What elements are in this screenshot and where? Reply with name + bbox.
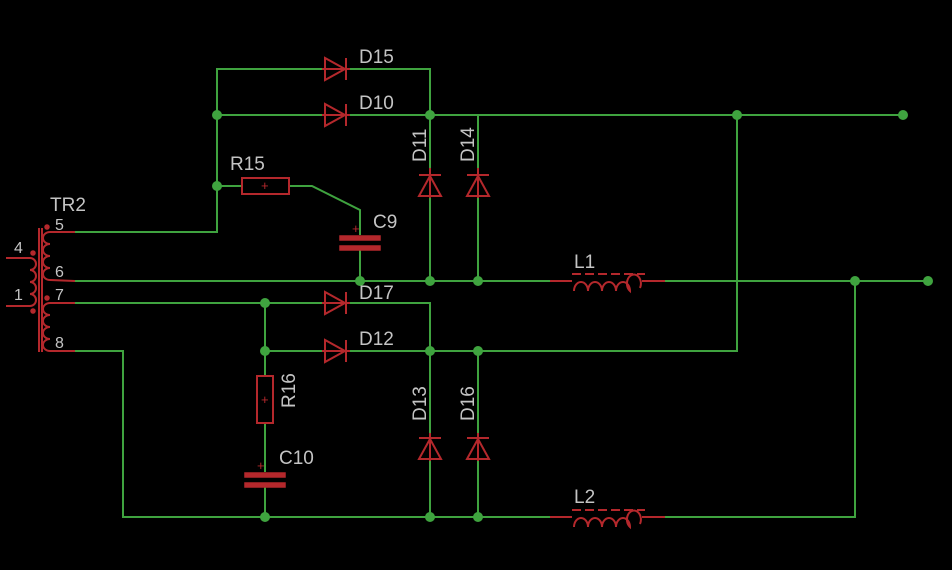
diode-d13[interactable]: D13	[410, 386, 443, 461]
diode-label: D15	[359, 47, 394, 68]
capacitor-label: C10	[279, 448, 314, 469]
diode-label: D11	[410, 129, 431, 162]
junction	[260, 346, 270, 356]
junction	[355, 276, 365, 286]
junction	[898, 110, 908, 120]
junction	[212, 181, 222, 191]
junction	[425, 276, 435, 286]
junction	[260, 298, 270, 308]
diode-body	[324, 338, 348, 364]
diode-body	[417, 436, 443, 460]
diode-body	[324, 290, 348, 316]
inductor-label: L2	[574, 487, 595, 508]
transformer-label: TR2	[50, 195, 86, 216]
diode-label: D14	[458, 127, 479, 162]
diode-d11[interactable]: D11	[410, 129, 443, 198]
diode-d12[interactable]: D12	[322, 329, 394, 364]
junctions	[212, 110, 933, 522]
diode-label: D17	[359, 283, 394, 304]
capacitor-label: C9	[373, 212, 397, 233]
wire-d17-out	[349, 302, 431, 352]
capacitor-marker: +	[352, 221, 360, 236]
resistor-r15[interactable]: + R15	[230, 154, 290, 195]
resistor-body	[241, 177, 290, 195]
junction	[732, 110, 742, 120]
inductor-coil	[573, 273, 642, 294]
capacitor-marker: +	[257, 458, 265, 473]
junction	[425, 110, 435, 120]
inductor-l1[interactable]: L1	[550, 252, 665, 294]
pin-label-8: 8	[55, 335, 64, 352]
resistor-label: R15	[230, 154, 265, 175]
inductor-label: L1	[574, 252, 595, 273]
diode-d15[interactable]: D15	[322, 47, 394, 82]
junction	[260, 512, 270, 522]
inductor-l2[interactable]: L2	[550, 487, 665, 530]
junction	[425, 346, 435, 356]
diode-body	[417, 173, 443, 197]
junction	[850, 276, 860, 286]
diode-label: D12	[359, 329, 394, 350]
capacitor-c10[interactable]: + C10	[244, 448, 314, 488]
capacitor-plate	[244, 472, 286, 478]
resistor-marker: +	[261, 392, 269, 407]
diode-d17[interactable]: D17	[322, 283, 394, 316]
diode-d14[interactable]: D14	[458, 127, 491, 198]
transformer-secondary-upper	[42, 231, 76, 282]
capacitor-plate	[339, 235, 381, 241]
transformer-primary-coil	[6, 257, 37, 307]
pin-label-4: 4	[14, 240, 23, 257]
diode-body	[465, 436, 491, 460]
resistor-r16[interactable]: + R16	[256, 373, 300, 424]
polarity-dot	[44, 295, 50, 301]
inductor-coil	[573, 509, 642, 530]
pin-label-5: 5	[55, 217, 64, 234]
junction	[473, 276, 483, 286]
diode-d10[interactable]: D10	[322, 93, 394, 128]
wires	[74, 68, 929, 518]
diode-body	[324, 102, 348, 128]
capacitor-c9[interactable]: + C9	[339, 212, 397, 251]
diode-body	[465, 173, 491, 197]
wire-pin8	[74, 350, 551, 518]
transformer-secondary-lower	[42, 302, 75, 352]
polarity-dot	[44, 224, 50, 230]
wire-left-bus-top	[74, 68, 218, 233]
resistor-marker: +	[261, 178, 269, 193]
resistor-label: R16	[279, 373, 300, 408]
junction	[473, 512, 483, 522]
polarity-dot	[30, 250, 36, 256]
junction	[212, 110, 222, 120]
pin-label-7: 7	[55, 287, 64, 304]
junction	[425, 512, 435, 522]
transformer-tr2[interactable]: TR2 5 6 7 8 4 1	[6, 195, 86, 352]
junction	[473, 346, 483, 356]
wire-r15-c9	[289, 185, 361, 235]
capacitor-plate	[244, 482, 286, 488]
resistor-body	[256, 375, 274, 424]
polarity-dot	[30, 308, 36, 314]
capacitor-plate	[339, 245, 381, 251]
diode-d16[interactable]: D16	[458, 386, 491, 461]
diode-label: D10	[359, 93, 394, 114]
junction	[923, 276, 933, 286]
wire-d15-out	[349, 68, 431, 116]
pin-label-6: 6	[55, 264, 64, 281]
diode-label: D16	[458, 386, 479, 421]
pin-label-1: 1	[14, 287, 23, 304]
diode-label: D13	[410, 386, 431, 421]
diode-body	[324, 56, 348, 82]
